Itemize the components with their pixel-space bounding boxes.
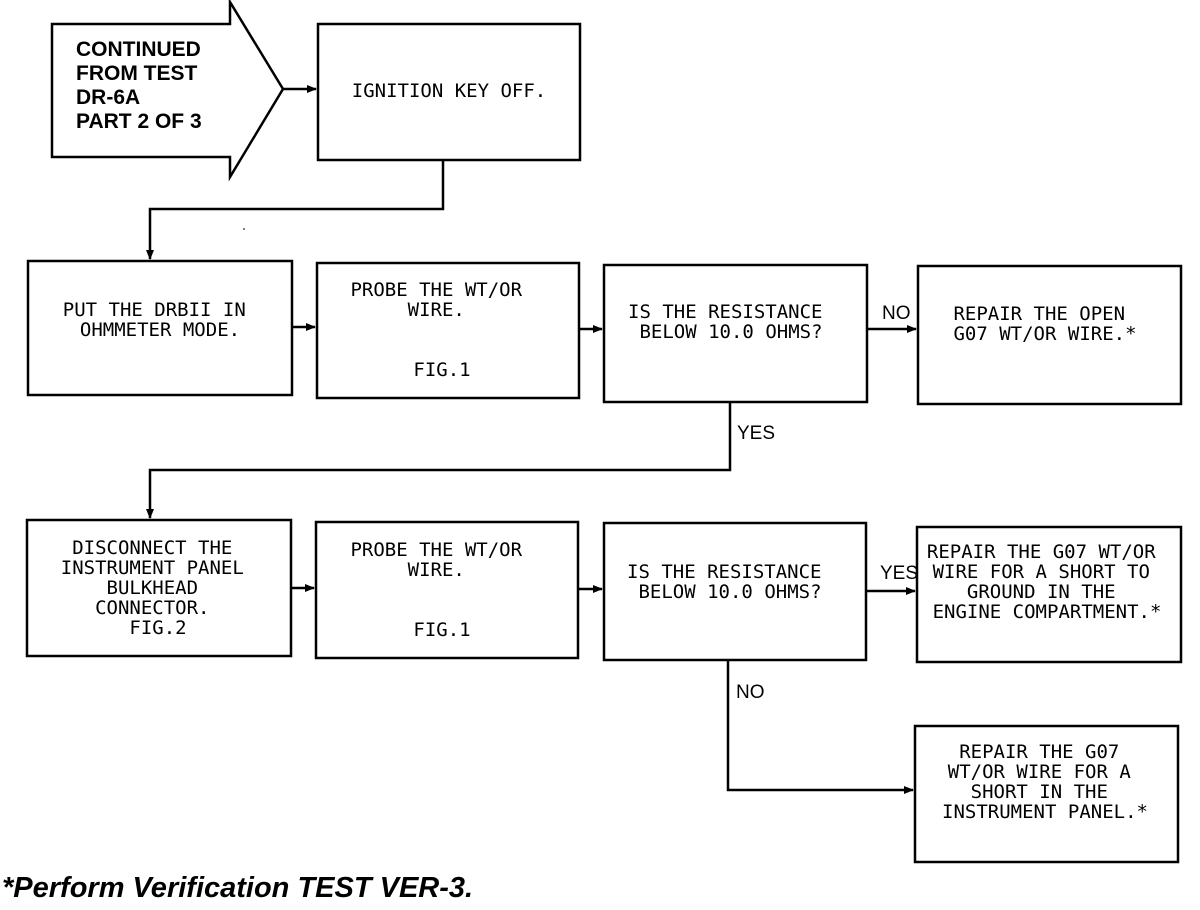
step-repair-open-wire: REPAIR THE OPEN G07 WT/OR WIRE.*	[916, 264, 1183, 406]
svg-text:REPAIR THE OPEN G07 WT/O: REPAIR THE OPEN G07 WT/OR WIRE.*	[953, 303, 1136, 345]
branch-label-check1-no: NO	[882, 303, 911, 324]
connector-check1-yes	[146, 402, 732, 519]
step-put-drbii-ohmmeter: PUT THE DRBII IN OHMMETER MODE.	[26, 259, 294, 397]
svg-text:IGNITION KEY OFF.: IGNITION KEY OFF.	[352, 80, 546, 102]
svg-text:IS THE RESISTANCE BELOW: IS THE RESISTANCE BELOW 10.0 OHMS?	[627, 561, 833, 603]
scan-speck	[243, 228, 245, 230]
entry-text: CONTINUED FROM TEST DR-6A PART 2 OF 3	[76, 38, 207, 133]
svg-text:REPAIR THE G07 WT/OR WIR: REPAIR THE G07 WT/OR WIRE FOR A SHORT TO…	[927, 541, 1167, 623]
step-repair-short-engine: REPAIR THE G07 WT/OR WIRE FOR A SHORT TO…	[915, 525, 1183, 664]
decision-resistance-check-1: IS THE RESISTANCE BELOW 10.0 OHMS?	[602, 263, 869, 404]
step-probe-wire-2: PROBE THE WT/OR WIRE. FIG.1	[314, 520, 580, 660]
svg-text:PROBE THE WT/OR WIRE.: PROBE THE WT/OR WIRE. FIG.1	[350, 279, 533, 381]
svg-text:IS THE RESISTANCE BELOW: IS THE RESISTANCE BELOW 10.0 OHMS?	[628, 301, 834, 343]
decision-resistance-check-2: IS THE RESISTANCE BELOW 10.0 OHMS?	[602, 521, 868, 662]
branch-label-check2-yes: YES	[880, 563, 918, 584]
entry-arrow-shape: CONTINUED FROM TEST DR-6A PART 2 OF 3	[50, 0, 285, 182]
step-repair-short-panel: REPAIR THE G07 WT/OR WIRE FOR A SHORT IN…	[913, 724, 1180, 864]
step-ignition-key-off: IGNITION KEY OFF.	[316, 22, 582, 162]
connector-ignition-to-drbii	[146, 160, 445, 260]
step-disconnect-connector: DISCONNECT THE INSTRUMENT PANEL BULKHEAD…	[25, 518, 293, 658]
branch-label-check1-yes: YES	[737, 423, 775, 444]
step-probe-wire-1: PROBE THE WT/OR WIRE. FIG.1	[315, 261, 581, 400]
svg-text:DISCONNECT THE INSTRUMEN: DISCONNECT THE INSTRUMENT PANEL BULKHEAD…	[61, 537, 255, 639]
branch-label-check2-no: NO	[736, 682, 765, 703]
svg-text:PROBE THE WT/OR WIRE.: PROBE THE WT/OR WIRE. FIG.1	[350, 539, 533, 641]
svg-text:REPAIR THE G07 WT/OR WIR: REPAIR THE G07 WT/OR WIRE FOR A SHORT IN…	[942, 741, 1148, 823]
flowchart: CONTINUED FROM TEST DR-6A PART 2 OF 3 IG…	[25, 0, 1183, 864]
verification-footnote: *Perform Verification TEST VER-3.	[2, 872, 474, 904]
svg-text:PUT THE DRBII IN OHMMETE: PUT THE DRBII IN OHMMETER MODE.	[63, 299, 257, 341]
connector-check2-no	[726, 660, 914, 794]
